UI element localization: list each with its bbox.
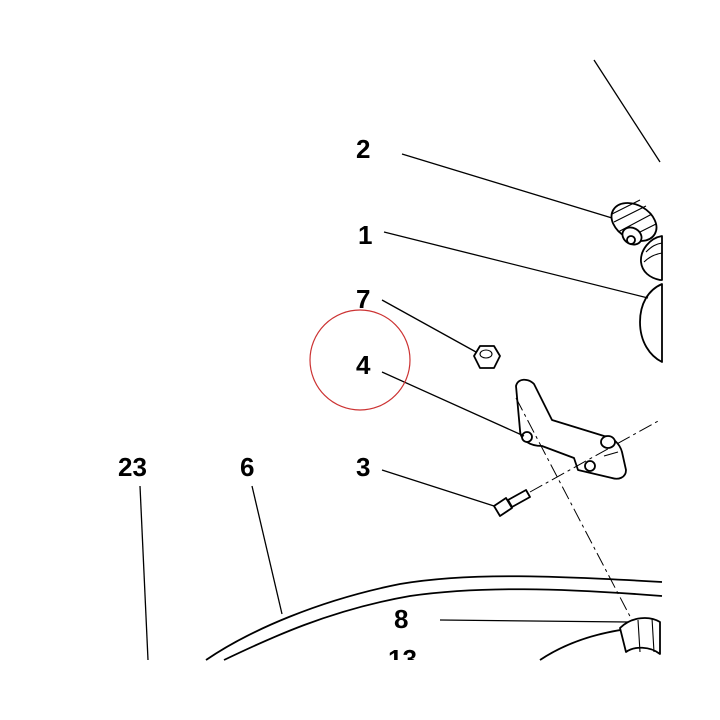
- callout-8[interactable]: 8: [394, 604, 408, 634]
- callout-2[interactable]: 2: [356, 134, 370, 164]
- leader-line-8: [439, 619, 629, 623]
- leader-line-4: [381, 371, 525, 437]
- leader-line-6: [251, 485, 283, 615]
- leader-line-1: [383, 231, 649, 299]
- callout-23[interactable]: 23: [118, 452, 147, 482]
- leader-line-3: [381, 469, 495, 507]
- leader-line-2: [401, 153, 613, 219]
- part-1-reservoir: [639, 235, 663, 363]
- part-8-clamp: [619, 617, 661, 655]
- part-3-bolt: [493, 489, 531, 517]
- callout-highlight-circle: [309, 309, 411, 411]
- leader-line-23: [139, 485, 149, 661]
- callout-1[interactable]: 1: [358, 220, 372, 250]
- axis-line-vertical: [515, 397, 635, 625]
- assembly-edge-line: [593, 59, 661, 163]
- part-7-bush: [473, 345, 501, 369]
- callout-7[interactable]: 7: [356, 284, 370, 314]
- part-6-housing: [205, 575, 663, 661]
- callout-6[interactable]: 6: [240, 452, 254, 482]
- callout-13-cropped[interactable]: 13: [388, 644, 417, 674]
- callout-4[interactable]: 4: [356, 350, 371, 380]
- leader-line-7: [381, 299, 477, 353]
- callout-3[interactable]: 3: [356, 452, 370, 482]
- part-2-knurled-cap: [610, 199, 658, 246]
